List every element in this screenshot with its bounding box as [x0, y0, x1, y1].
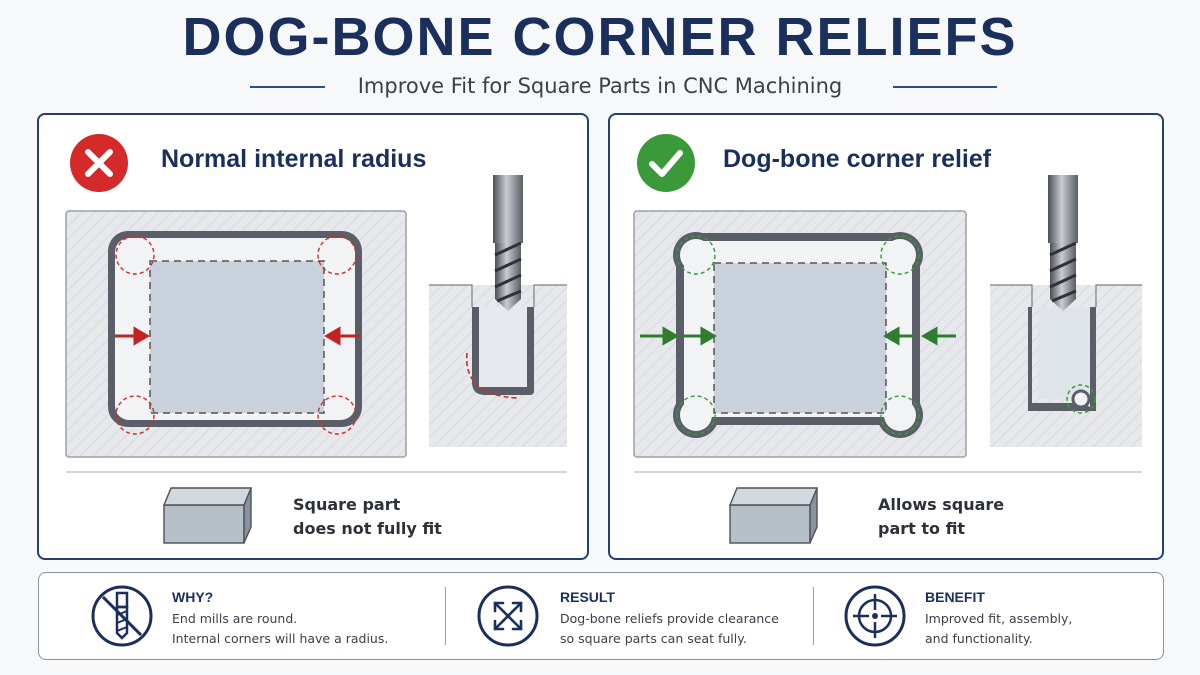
info-line: so square parts can seat fully.: [560, 631, 747, 646]
panel-title: Dog-bone corner relief: [723, 145, 992, 173]
info-text: End mills are round. Internal corners wi…: [172, 609, 422, 649]
info-heading: WHY?: [172, 589, 214, 605]
info-line: End mills are round.: [172, 611, 298, 626]
info-text: Improved fit, assembly, and functionalit…: [925, 609, 1175, 649]
info-line: and functionality.: [925, 631, 1033, 646]
x-icon: [70, 134, 128, 192]
info-line: Internal corners will have a radius.: [172, 631, 389, 646]
panel-title: Normal internal radius: [161, 145, 427, 173]
panel-normal-radius: Normal internal radius: [37, 113, 589, 560]
info-divider: [813, 587, 814, 645]
info-line: Dog-bone reliefs provide clearance: [560, 611, 779, 626]
subtitle-rule-right: [893, 86, 997, 88]
info-text: Dog-bone reliefs provide clearance so sq…: [560, 609, 810, 649]
pocket-diagram-dogbone: [633, 175, 1142, 544]
panel-caption: Allows square part to fit: [878, 493, 1004, 541]
caption-line: part to fit: [878, 519, 966, 538]
subtitle-rule-left: [250, 86, 325, 88]
check-icon: [637, 134, 695, 192]
info-line: Improved fit, assembly,: [925, 611, 1073, 626]
expand-arrows-icon: [477, 585, 539, 647]
page-subtitle: Improve Fit for Square Parts in CNC Mach…: [357, 74, 843, 98]
target-icon: [844, 585, 906, 647]
info-divider: [445, 587, 446, 645]
caption-line: does not fully fit: [293, 519, 442, 538]
info-heading: RESULT: [560, 589, 615, 605]
end-mill-icon: [91, 585, 153, 647]
info-heading: BENEFIT: [925, 589, 985, 605]
page-title: DOG-BONE CORNER RELIEFS: [182, 7, 1018, 67]
caption-line: Square part: [293, 495, 401, 514]
caption-line: Allows square: [878, 495, 1005, 514]
info-bar: WHY? End mills are round. Internal corne…: [38, 572, 1164, 660]
panel-caption: Square part does not fully fit: [293, 493, 442, 541]
pocket-diagram-normal: [65, 175, 567, 544]
panel-dog-bone: Dog-bone corner relief: [608, 113, 1164, 560]
